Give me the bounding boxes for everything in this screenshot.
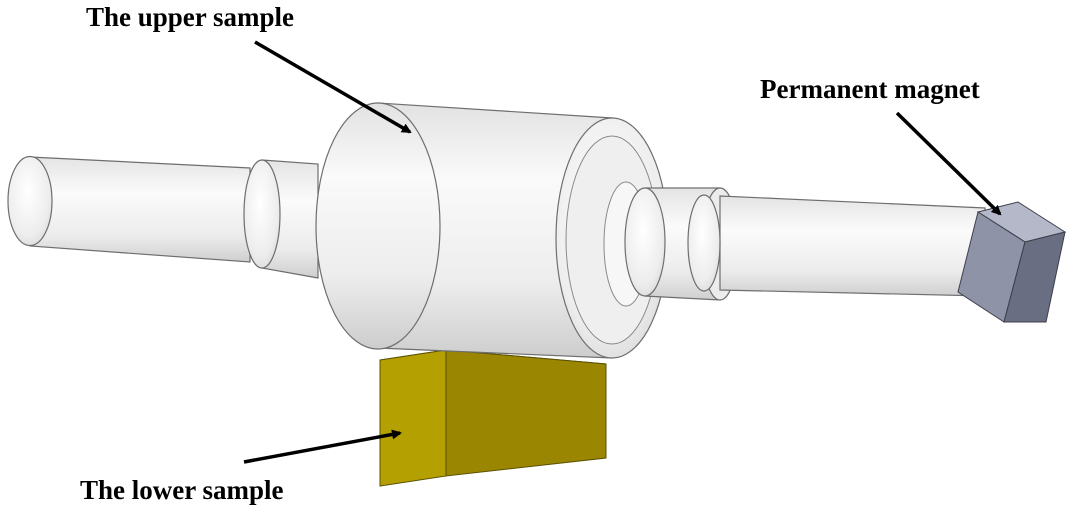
upper-sample-cylinder: [315, 102, 669, 359]
upper-sample-arrow: [254, 40, 412, 134]
cylinder-left-rim: [315, 102, 441, 350]
lower-sample-arrow: [243, 429, 402, 464]
left-shaft: [7, 155, 319, 279]
permanent-magnet-arrow: [895, 111, 1002, 216]
left-shaft-end: [7, 155, 53, 247]
upper-sample-label: The upper sample: [86, 2, 295, 32]
right-shaft: [624, 187, 986, 301]
permanent-magnet-label: Permanent magnet: [760, 74, 980, 104]
lower-block-side-face: [445, 349, 607, 477]
lower-sample-block: [379, 349, 607, 487]
lower-sample-label: The lower sample: [80, 475, 284, 505]
magnet-side-face: [1003, 231, 1066, 323]
lower-block-front-face: [379, 349, 447, 487]
